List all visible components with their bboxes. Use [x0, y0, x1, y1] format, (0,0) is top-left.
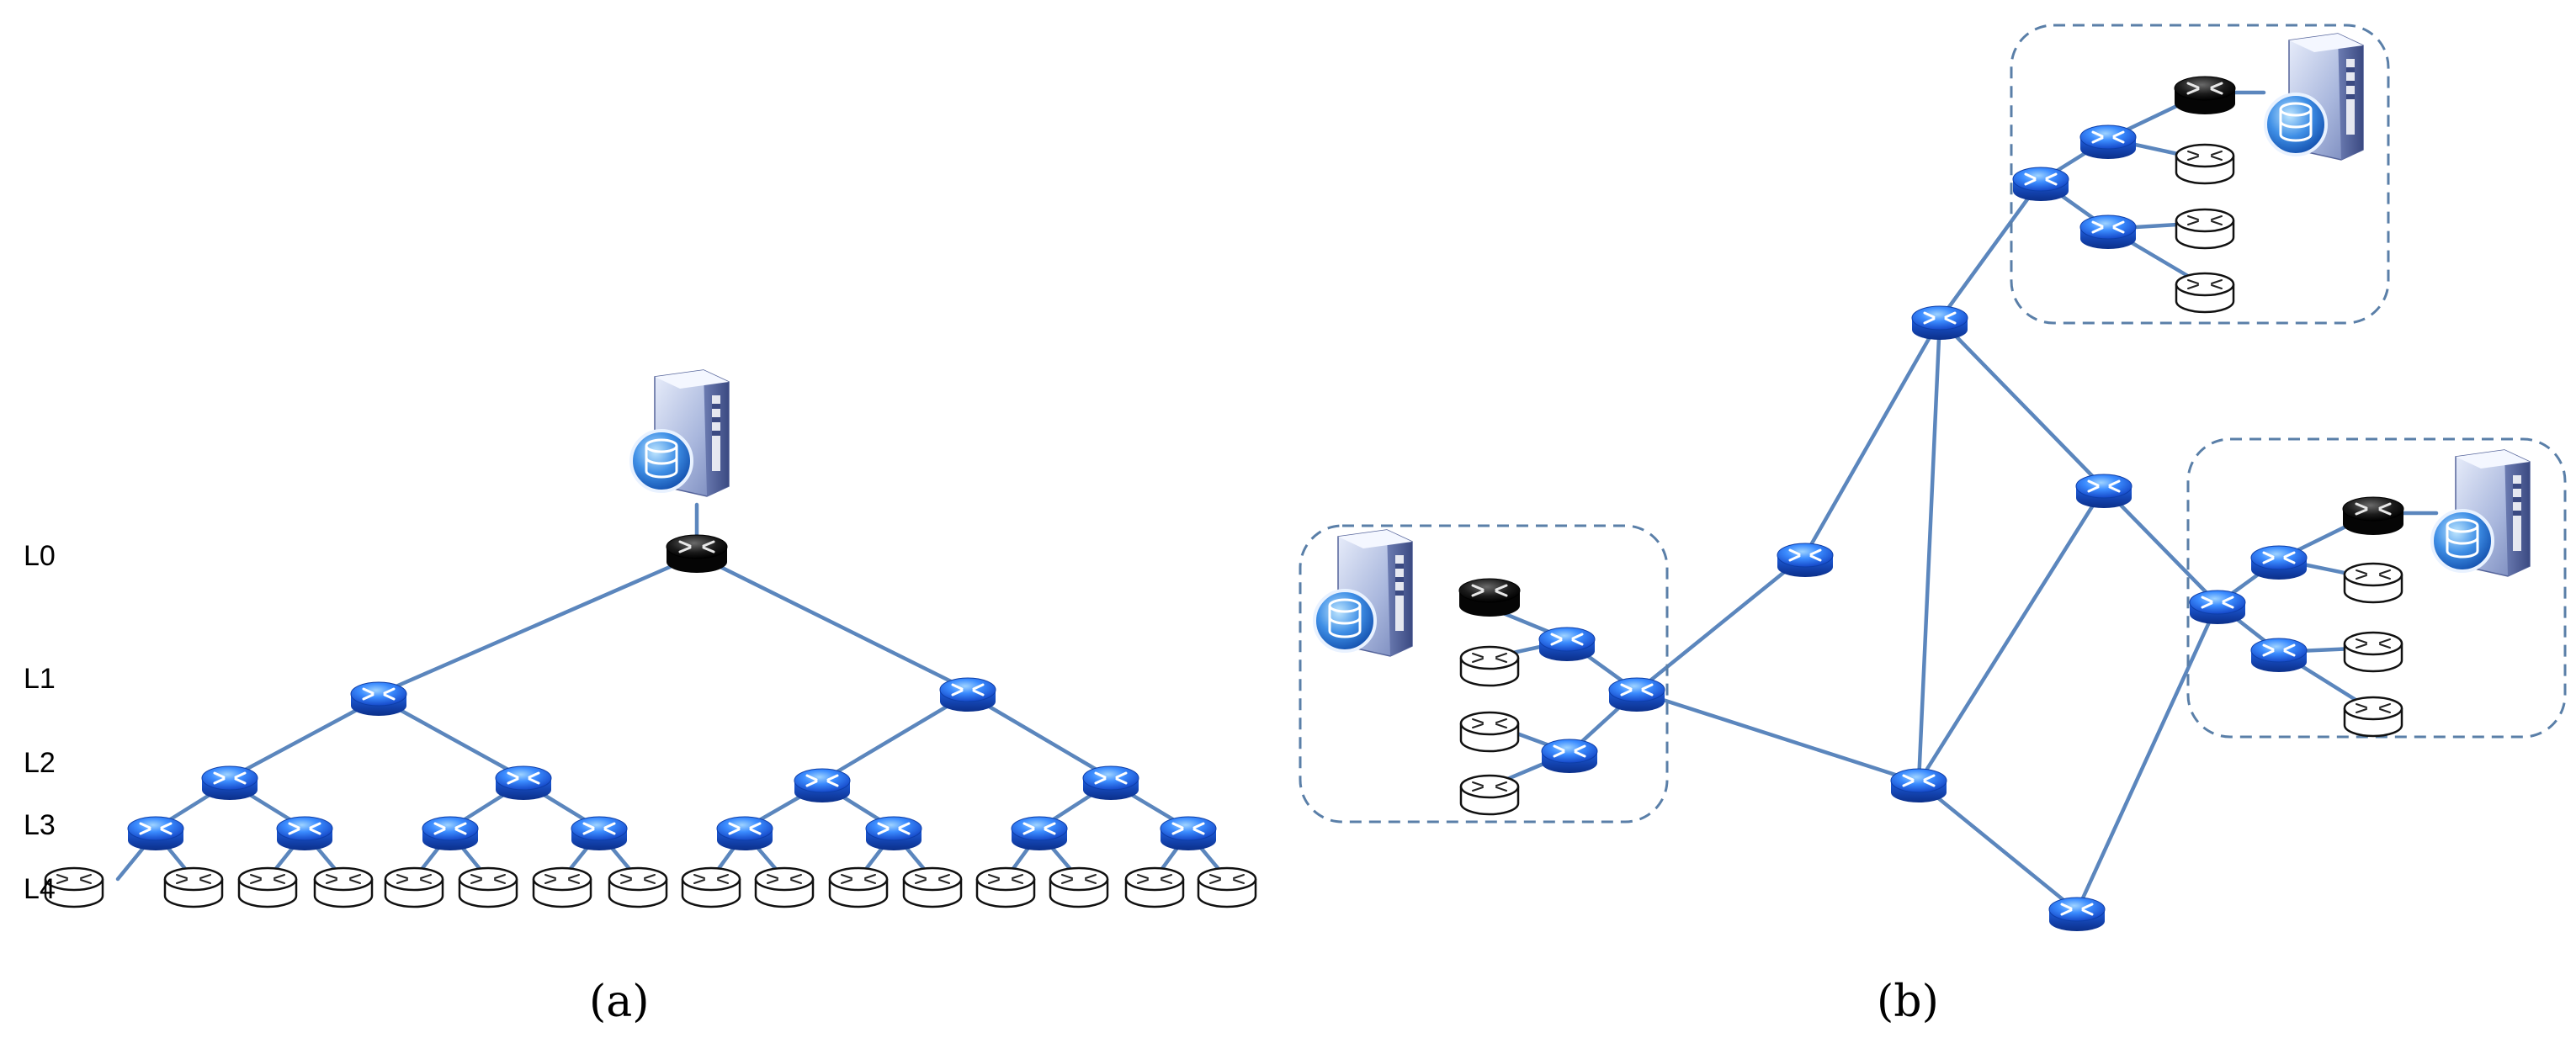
edge-router-icon: [681, 866, 741, 908]
edge-router-icon: [2343, 562, 2403, 604]
router-icon: [200, 765, 259, 802]
level-label-l0: L0: [24, 540, 56, 572]
router-icon: [349, 681, 408, 718]
router-icon: [2048, 896, 2106, 933]
server-icon: [2430, 448, 2531, 578]
edge-router-icon: [608, 866, 668, 908]
router-icon: [1607, 676, 1666, 713]
router-icon: [1010, 815, 1069, 852]
edge-router-icon: [1124, 866, 1185, 908]
router-icon: [1776, 542, 1835, 579]
edge-router-icon: [902, 866, 963, 908]
core-router-icon: [665, 533, 729, 575]
level-label-l3: L3: [24, 809, 56, 841]
edge-router-icon: [237, 866, 298, 908]
edge-router-icon: [2175, 272, 2235, 314]
router-icon: [864, 815, 923, 852]
edge-router-icon: [828, 866, 889, 908]
cluster-left-boundary: [1299, 524, 1669, 824]
edge-router-icon: [313, 866, 374, 908]
edge-router-icon: [2343, 696, 2403, 738]
cluster-right: [2186, 437, 2567, 739]
router-icon: [715, 815, 774, 852]
cluster-left: [1299, 524, 1669, 824]
edge-router-icon: [2343, 631, 2403, 673]
router-icon: [1910, 305, 1969, 342]
router-icon: [2188, 589, 2247, 626]
diagram-a-edge-routers: [44, 866, 1257, 908]
level-label-l4: L4: [24, 873, 56, 905]
core-router-icon: [1458, 577, 1522, 618]
caption-b: (b): [1877, 977, 1939, 1027]
edge-router-icon: [2175, 208, 2235, 250]
router-icon: [275, 815, 334, 852]
level-label-l1: L1: [24, 663, 56, 695]
diagram-b: (b): [1299, 24, 2567, 1027]
edge-router-icon: [2175, 143, 2235, 185]
edge-router-icon: [1459, 645, 1520, 687]
router-icon: [1540, 738, 1599, 775]
cluster-top-boundary: [2010, 24, 2390, 325]
server-icon: [2264, 32, 2365, 162]
router-icon: [1538, 626, 1596, 663]
edge-router-icon: [384, 866, 444, 908]
edge-router-icon: [975, 866, 1036, 908]
server-icon: [1313, 528, 1414, 658]
router-icon: [126, 815, 185, 852]
router-icon: [421, 815, 480, 852]
core-router-icon: [2341, 495, 2405, 537]
router-icon: [2074, 473, 2133, 510]
router-icon: [1081, 765, 1140, 802]
edge-router-icon: [1049, 866, 1109, 908]
server-icon: [629, 368, 730, 498]
router-icon: [793, 767, 852, 804]
diagram-a: L0 L1 L2 L3 L4 (a): [24, 368, 1257, 1027]
router-icon: [570, 815, 629, 852]
router-icon: [938, 676, 997, 713]
diagram-b-backbone-links: [1634, 178, 2220, 914]
router-icon: [2249, 637, 2308, 674]
cluster-top: [2010, 24, 2390, 325]
router-icon: [494, 765, 553, 802]
caption-a: (a): [589, 977, 650, 1027]
edge-router-icon: [1459, 711, 1520, 753]
router-icon: [1159, 815, 1218, 852]
edge-router-icon: [754, 866, 815, 908]
edge-router-icon: [532, 866, 592, 908]
edge-router-icon: [1197, 866, 1257, 908]
router-icon: [2249, 544, 2308, 581]
level-label-l2: L2: [24, 747, 56, 779]
router-icon: [2079, 124, 2138, 161]
router-icon: [2011, 166, 2070, 203]
edge-router-icon: [1459, 774, 1520, 816]
router-icon: [2079, 214, 2138, 251]
core-router-icon: [2173, 75, 2237, 116]
edge-router-icon: [163, 866, 224, 908]
router-icon: [1889, 767, 1948, 804]
edge-router-icon: [458, 866, 518, 908]
